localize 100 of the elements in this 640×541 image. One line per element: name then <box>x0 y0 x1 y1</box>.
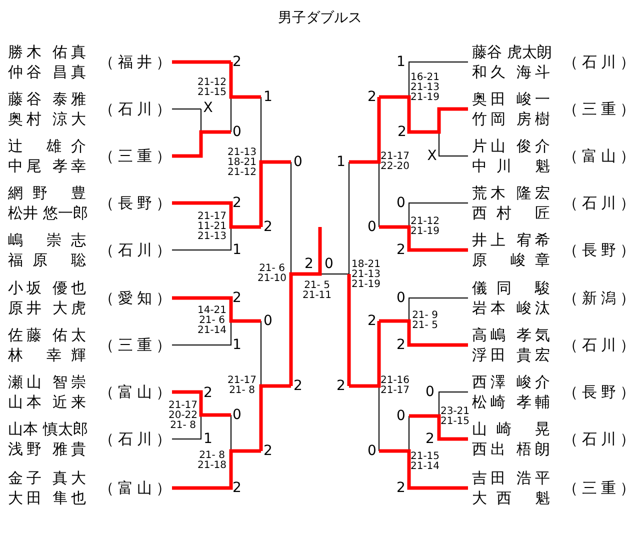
player-name: 原 峻章 <box>472 251 550 269</box>
score: 0 <box>232 408 242 422</box>
game-score: 21-17 <box>380 152 410 162</box>
game-score: 21-11 <box>302 291 332 301</box>
player-name: 西出 梧朗 <box>472 440 550 458</box>
prefecture-label: （福井） <box>99 53 163 71</box>
game-score: 21-19 <box>410 93 440 103</box>
score: 0 <box>396 291 406 305</box>
prefecture-label: （三重） <box>99 336 163 354</box>
score: 2 <box>336 379 346 393</box>
game-score: 18-21 <box>227 158 257 168</box>
game-score: 21- 5 <box>304 281 330 291</box>
player-name: 網野 豊 <box>8 184 86 202</box>
player-name: 和久 海斗 <box>472 63 550 81</box>
game-score: 21-13 <box>197 232 227 242</box>
game-score: 21- 5 <box>412 321 438 331</box>
score: 2 <box>396 243 406 257</box>
player-name: 儀同 駿 <box>472 279 550 297</box>
player-name: 藤谷 泰雅 <box>8 90 86 108</box>
prefecture-label: （長野） <box>563 383 627 401</box>
player-name: 山崎 晃 <box>472 420 550 438</box>
game-score: 23-21 <box>440 407 470 417</box>
game-score: 21-14 <box>410 462 440 472</box>
game-score: 14-21 <box>197 306 227 316</box>
game-score: 22-20 <box>380 162 410 172</box>
score: X <box>203 101 213 115</box>
game-score: 21-12 <box>410 217 440 227</box>
player-name: 高嶋 孝気 <box>472 326 550 344</box>
player-name: 辻 雄介 <box>8 137 86 155</box>
player-name: 中尾 孝幸 <box>8 157 86 175</box>
game-score: 21-15 <box>197 88 227 98</box>
game-score: 21- 6 <box>259 264 285 274</box>
player-name: 山本 近来 <box>8 393 86 411</box>
score: 2 <box>204 386 212 400</box>
player-name: 松崎 孝輔 <box>472 393 550 411</box>
player-name: 荒木 隆宏 <box>472 184 550 202</box>
game-score: 21- 8 <box>199 451 225 461</box>
score: 2 <box>396 338 406 352</box>
prefecture-label: （石川） <box>99 241 163 259</box>
game-score: 21-13 <box>351 270 381 280</box>
game-score: 21-17 <box>380 386 410 396</box>
prefecture-label: （富山） <box>99 479 163 497</box>
player-name: 原井 大虎 <box>8 299 86 317</box>
game-score: 21-13 <box>227 148 257 158</box>
game-score: 21-15 <box>440 417 470 427</box>
score: 2 <box>426 432 434 446</box>
prefecture-label: （三重） <box>563 479 627 497</box>
prefecture-label: （富山） <box>99 383 163 401</box>
player-name: 西村 匠 <box>472 204 550 222</box>
player-name: 林 幸輝 <box>8 346 86 364</box>
prefecture-label: （富山） <box>563 147 627 165</box>
prefecture-label: （長野） <box>99 194 163 212</box>
player-name: 嶋 崇志 <box>8 231 86 249</box>
score: 2 <box>368 314 376 328</box>
player-name: 浅野 雅貴 <box>8 440 86 458</box>
game-score: 21-17 <box>197 212 227 222</box>
game-score: 21-16 <box>380 376 410 386</box>
prefecture-label: （三重） <box>563 100 627 118</box>
score: 2 <box>396 481 406 495</box>
player-name: 佐藤 佑太 <box>8 326 86 344</box>
score: 2 <box>232 196 242 210</box>
game-score: 21-19 <box>410 227 440 237</box>
score: 0 <box>264 314 272 328</box>
player-name: 勝木 佑真 <box>8 43 86 61</box>
score: 1 <box>396 55 406 69</box>
score: 1 <box>232 243 242 257</box>
game-score: 21-12 <box>227 168 257 178</box>
game-score: 21-12 <box>197 78 227 88</box>
score: 2 <box>232 55 242 69</box>
game-score: 16-21 <box>410 73 440 83</box>
game-score: 21- 8 <box>170 421 196 431</box>
prefecture-label: （石川） <box>99 430 163 448</box>
score: 0 <box>396 409 406 423</box>
score: 2 <box>232 291 242 305</box>
score: 2 <box>232 481 242 495</box>
title: 男子ダブルス <box>277 10 363 26</box>
score: 2 <box>294 379 302 393</box>
player-name: 竹岡 房樹 <box>472 110 550 128</box>
score: 1 <box>204 432 212 446</box>
game-score: 21-17 <box>227 376 257 386</box>
player-name: 奥村 涼大 <box>8 110 86 128</box>
game-score: 21- 9 <box>412 311 438 321</box>
game-score: 21-17 <box>168 401 198 411</box>
score: 2 <box>264 220 272 234</box>
score: 0 <box>232 125 242 139</box>
score: 2 <box>398 125 406 139</box>
score: 1 <box>336 155 346 169</box>
score: 2 <box>304 257 314 271</box>
score: X <box>427 149 437 163</box>
player-name: 中川 魁 <box>472 157 550 175</box>
player-name: 浮田 貴宏 <box>472 346 550 364</box>
player-name: 井上 宥希 <box>472 231 550 249</box>
game-score: 21-15 <box>410 452 440 462</box>
prefecture-label: （三重） <box>99 147 163 165</box>
player-name: 西澤 峻介 <box>472 373 550 391</box>
player-name: 瀬山 智崇 <box>8 373 86 391</box>
score: 2 <box>368 90 376 104</box>
game-score: 21-10 <box>257 274 287 284</box>
game-score: 21-19 <box>351 280 381 290</box>
prefecture-label: （石川） <box>99 100 163 118</box>
